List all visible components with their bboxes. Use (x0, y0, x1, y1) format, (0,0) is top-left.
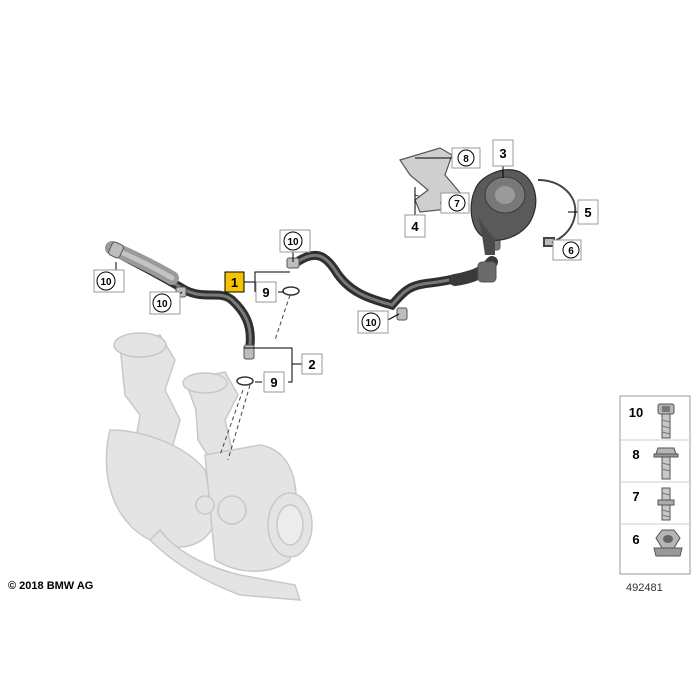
svg-text:7: 7 (632, 489, 639, 504)
svg-text:10: 10 (100, 277, 112, 288)
legend-item-8[interactable]: 8 (632, 447, 679, 480)
callout-10-left[interactable]: 10 (93, 269, 125, 293)
svg-text:9: 9 (270, 375, 277, 390)
callout-1[interactable]: 1 (224, 271, 245, 293)
coolant-hose-line-2 (292, 250, 498, 311)
clamp-illustration (537, 179, 577, 247)
svg-text:9: 9 (262, 285, 269, 300)
legend-item-10[interactable]: 10 (629, 403, 675, 439)
bolt-10-icon (657, 403, 675, 439)
svg-text:1: 1 (231, 275, 238, 290)
callout-7[interactable]: 7 (440, 192, 470, 214)
legend-item-7[interactable]: 7 (632, 487, 675, 521)
svg-text:6: 6 (632, 532, 639, 547)
callout-5[interactable]: 5 (577, 199, 599, 225)
svg-text:8: 8 (463, 154, 469, 165)
legend-item-6[interactable]: 6 (632, 529, 683, 557)
svg-text:6: 6 (568, 246, 574, 257)
svg-text:5: 5 (584, 205, 591, 220)
callout-10-middle-right[interactable]: 10 (357, 310, 389, 334)
svg-text:10: 10 (156, 299, 168, 310)
callout-3[interactable]: 3 (492, 139, 514, 167)
turbocharger-illustration (105, 332, 313, 601)
callout-10-top[interactable]: 10 (279, 229, 311, 253)
svg-text:10: 10 (629, 405, 643, 420)
callout-2[interactable]: 2 (301, 353, 323, 375)
callout-10-middle-left[interactable]: 10 (149, 291, 181, 315)
stud-7-icon (657, 487, 675, 521)
leader-lines (115, 157, 578, 383)
callout-9-upper[interactable]: 9 (255, 281, 277, 303)
svg-text:4: 4 (411, 219, 419, 234)
callout-4[interactable]: 4 (404, 214, 426, 238)
svg-text:10: 10 (365, 318, 377, 329)
bolt-8-icon (653, 447, 679, 480)
copyright-text: © 2018 BMW AG (8, 580, 94, 592)
svg-text:7: 7 (454, 199, 460, 210)
assembly-lines (219, 194, 456, 461)
diagram-number: 492481 (626, 582, 663, 594)
svg-text:8: 8 (632, 447, 639, 462)
svg-text:2: 2 (308, 357, 315, 372)
o-rings (236, 286, 300, 386)
callout-9-lower[interactable]: 9 (263, 371, 285, 393)
svg-text:10: 10 (287, 237, 299, 248)
fastener-legend: 10 8 7 (619, 395, 691, 575)
callout-6[interactable]: 6 (552, 239, 582, 261)
water-pump-illustration (470, 169, 537, 255)
svg-text:3: 3 (499, 146, 506, 161)
callout-8[interactable]: 8 (451, 147, 481, 169)
nut-6-icon (653, 529, 683, 557)
